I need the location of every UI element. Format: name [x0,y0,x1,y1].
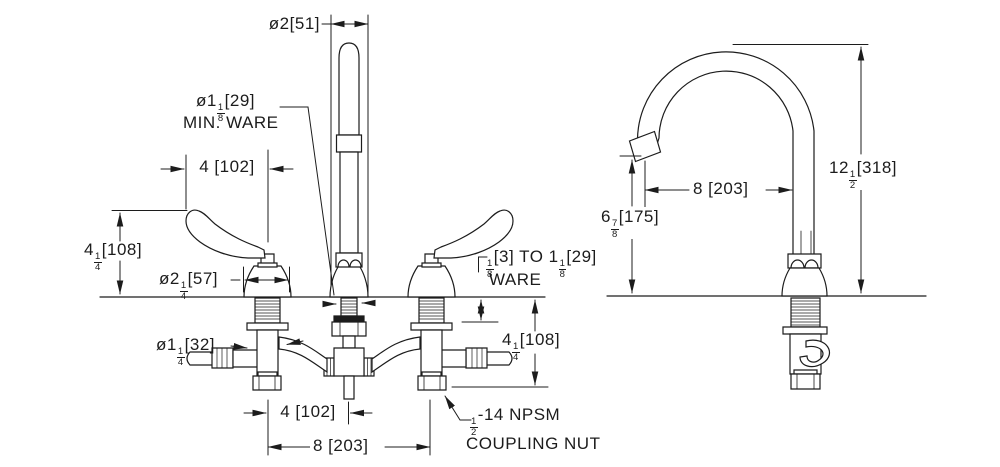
right-valve-assembly [371,209,514,391]
front-center-below-deck [324,298,374,399]
side-spout [630,52,828,296]
dim-min-ware-leader [280,107,376,308]
front-spout [330,43,368,297]
side-below-deck [783,298,829,389]
dim-handle-reach [161,150,293,242]
label-valve-centers-spacing: 8 [203] [310,436,372,456]
label-ware-caption: WARE [489,270,542,289]
label-side-spout-reach: 8 [203] [690,179,752,199]
dim-ware-thickness [462,257,498,322]
dim-bonnet-diameter [231,267,290,292]
label-handle-reach: 4 [102] [199,157,255,176]
leader-coupling-nut [445,396,471,420]
dim-below-deck-clearance [452,300,548,387]
label-min-ware-caption: MIN. WARE [183,113,279,132]
dim-handle-height [112,211,187,295]
dim-side-outlet-height [620,156,641,293]
dim-valve-centers [268,400,430,455]
dim-side-spout-reach [645,161,792,207]
dim-valve-shank-diameter [231,338,303,350]
label-spout-diameter: ø2[51] [268,14,320,33]
label-coupling-nut-caption: COUPLING NUT [466,434,601,453]
label-valve-to-spout-spacing: 4 [102] [280,402,336,421]
spout-extension-lines [331,15,368,293]
dim-side-overall-height [733,45,868,294]
dim-valve-to-spout [244,400,372,455]
